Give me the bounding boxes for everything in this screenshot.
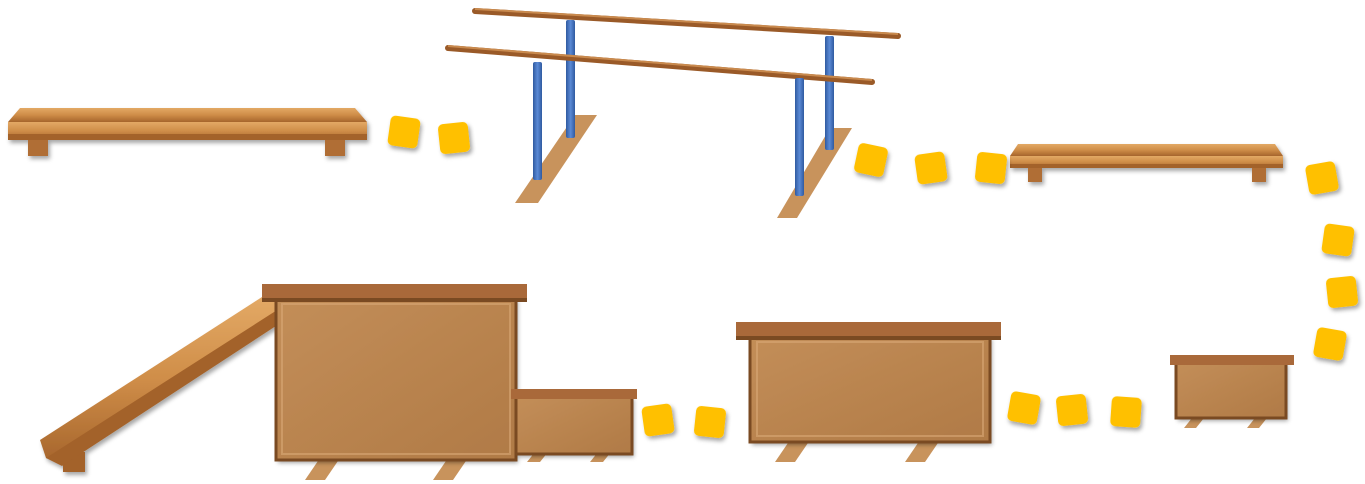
- stepping-stone: [387, 115, 421, 149]
- bench-right: [1010, 144, 1283, 182]
- incline-ramp: [40, 297, 285, 472]
- stepping-stone: [1313, 327, 1348, 362]
- stepping-stone: [1007, 391, 1042, 426]
- stepping-stone: [975, 152, 1008, 185]
- vault-box-medium: [736, 322, 1001, 462]
- stepping-stone: [438, 122, 471, 155]
- stepping-stone: [914, 151, 948, 185]
- stepping-stone: [694, 406, 727, 439]
- stepping-stone: [1110, 396, 1142, 428]
- stepping-stone: [853, 142, 889, 178]
- bars-base-left: [515, 115, 597, 203]
- bars-base-right: [777, 128, 852, 218]
- stepping-stone: [641, 403, 675, 437]
- vault-box-small: [511, 389, 637, 462]
- vault-box-right-small: [1170, 355, 1294, 428]
- vault-box-large: [262, 284, 527, 480]
- stepping-stone: [1326, 276, 1359, 309]
- parallel-bars: [448, 9, 898, 218]
- stepping-stone: [1305, 161, 1340, 196]
- bench-left: [8, 108, 367, 156]
- stepping-stone: [1321, 223, 1355, 257]
- stepping-stone: [1056, 394, 1089, 427]
